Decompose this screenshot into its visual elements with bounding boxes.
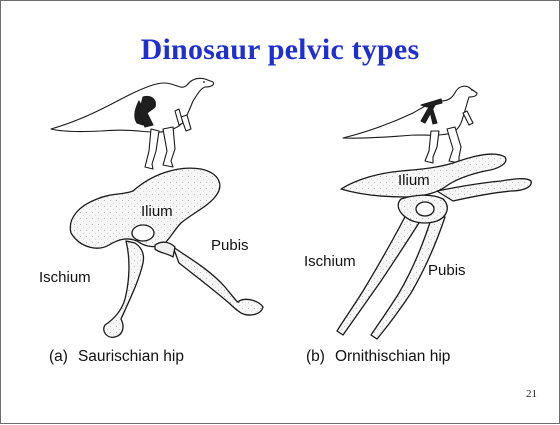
ornithischian-ischium-label: Ischium [304,253,356,270]
saurischian-pubis-bone [173,247,263,315]
page-number: 21 [526,388,537,400]
saurischian-dinosaur-illustration [51,78,214,169]
saurischian-ischium-label: Ischium [39,269,91,286]
saurischian-caption-text: Saurischian hip [78,348,184,365]
ornithischian-dinosaur-illustration [343,86,477,163]
saurischian-ilium-label: Ilium [141,203,173,220]
saurischian-caption-letter: (a) [49,348,68,365]
ornithischian-pelvis-drawing [337,154,531,339]
ornithischian-caption: (b) Ornithischian hip [306,348,450,366]
saurischian-pubis-label: Pubis [211,237,249,254]
saurischian-caption: (a) Saurischian hip [49,348,184,366]
ornithischian-ilium-label: Ilium [398,172,430,189]
ornithischian-caption-text: Ornithischian hip [335,348,450,365]
saurischian-ischium-bone [104,241,144,337]
ornithischian-caption-letter: (b) [306,348,325,365]
ornithischian-pubis-label: Pubis [428,262,466,279]
